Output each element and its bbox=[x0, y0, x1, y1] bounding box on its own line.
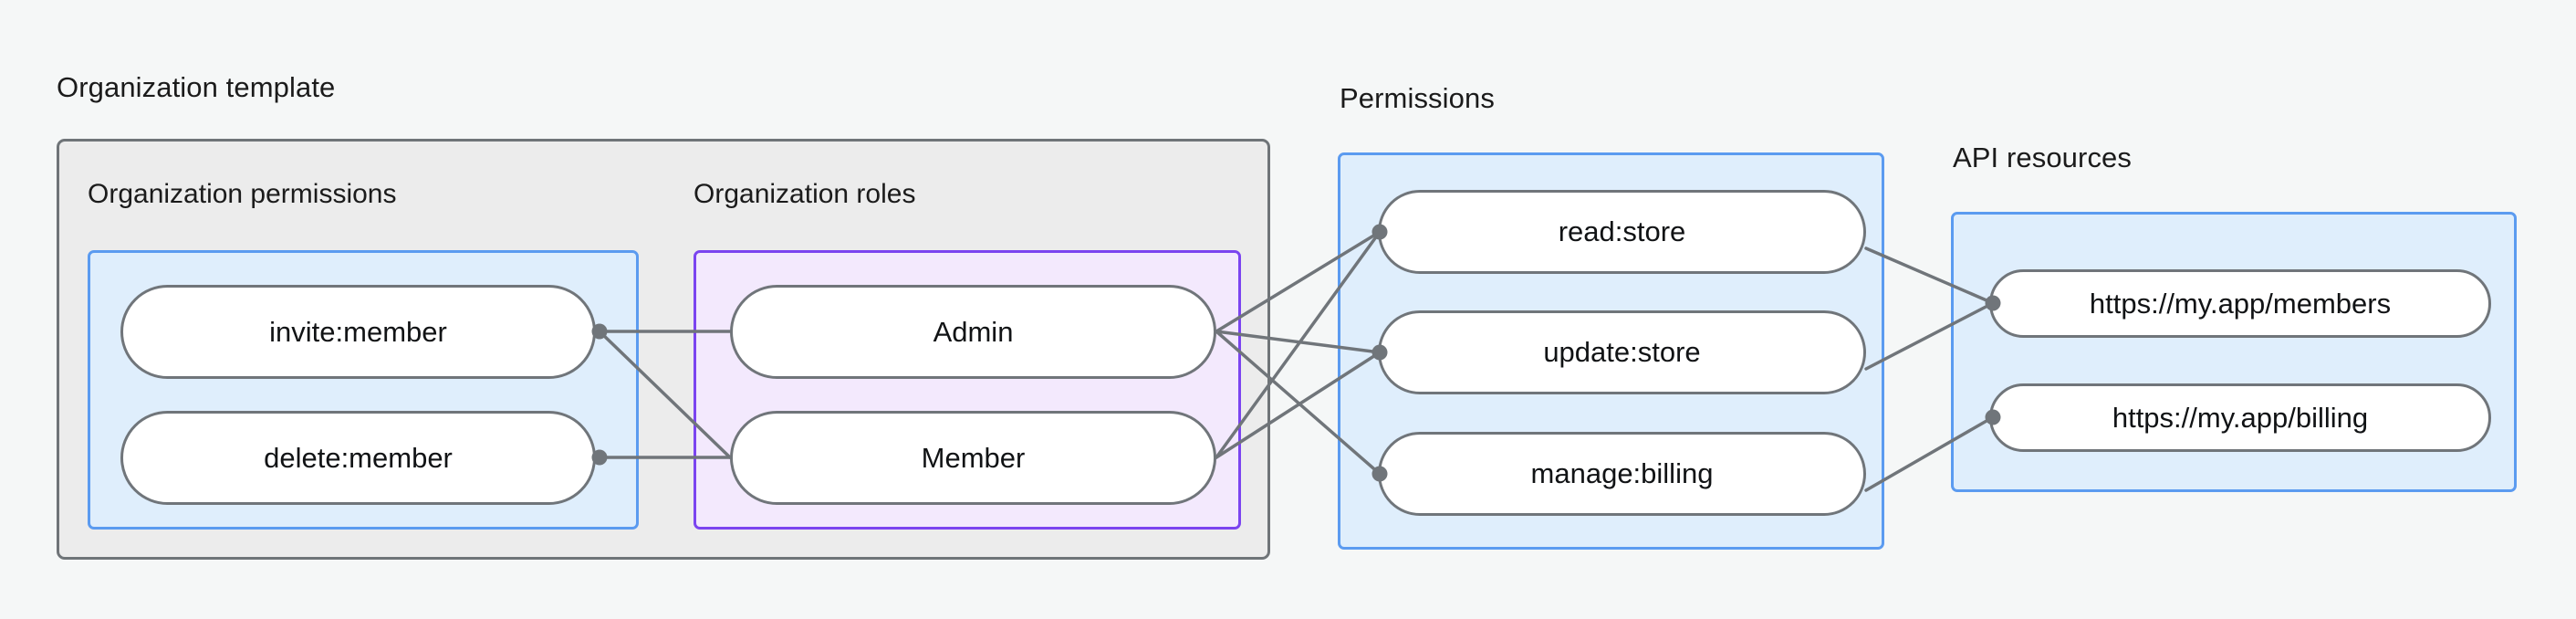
node-invite-member[interactable]: invite:member bbox=[120, 285, 596, 379]
group-label-api-resources: API resources bbox=[1953, 142, 2132, 173]
node-read-store[interactable]: read:store bbox=[1378, 190, 1866, 274]
node-resource-billing[interactable]: https://my.app/billing bbox=[1989, 383, 2491, 452]
node-manage-billing[interactable]: manage:billing bbox=[1378, 432, 1866, 516]
port-delete-member-output bbox=[591, 449, 608, 466]
node-member[interactable]: Member bbox=[730, 411, 1216, 505]
group-label-organization-template: Organization template bbox=[57, 71, 336, 103]
node-update-store[interactable]: update:store bbox=[1378, 310, 1866, 394]
node-delete-member[interactable]: delete:member bbox=[120, 411, 596, 505]
port-resource-members-input bbox=[1985, 295, 2001, 311]
port-invite-member-output bbox=[591, 323, 608, 340]
port-resource-billing-input bbox=[1985, 409, 2001, 425]
group-label-organization-permissions: Organization permissions bbox=[88, 179, 397, 209]
group-label-permissions: Permissions bbox=[1340, 82, 1495, 114]
port-read-store-input bbox=[1371, 224, 1388, 240]
port-manage-billing-input bbox=[1371, 466, 1388, 482]
node-admin[interactable]: Admin bbox=[730, 285, 1216, 379]
group-label-organization-roles: Organization roles bbox=[694, 179, 916, 209]
node-resource-members[interactable]: https://my.app/members bbox=[1989, 269, 2491, 338]
port-update-store-input bbox=[1371, 344, 1388, 361]
